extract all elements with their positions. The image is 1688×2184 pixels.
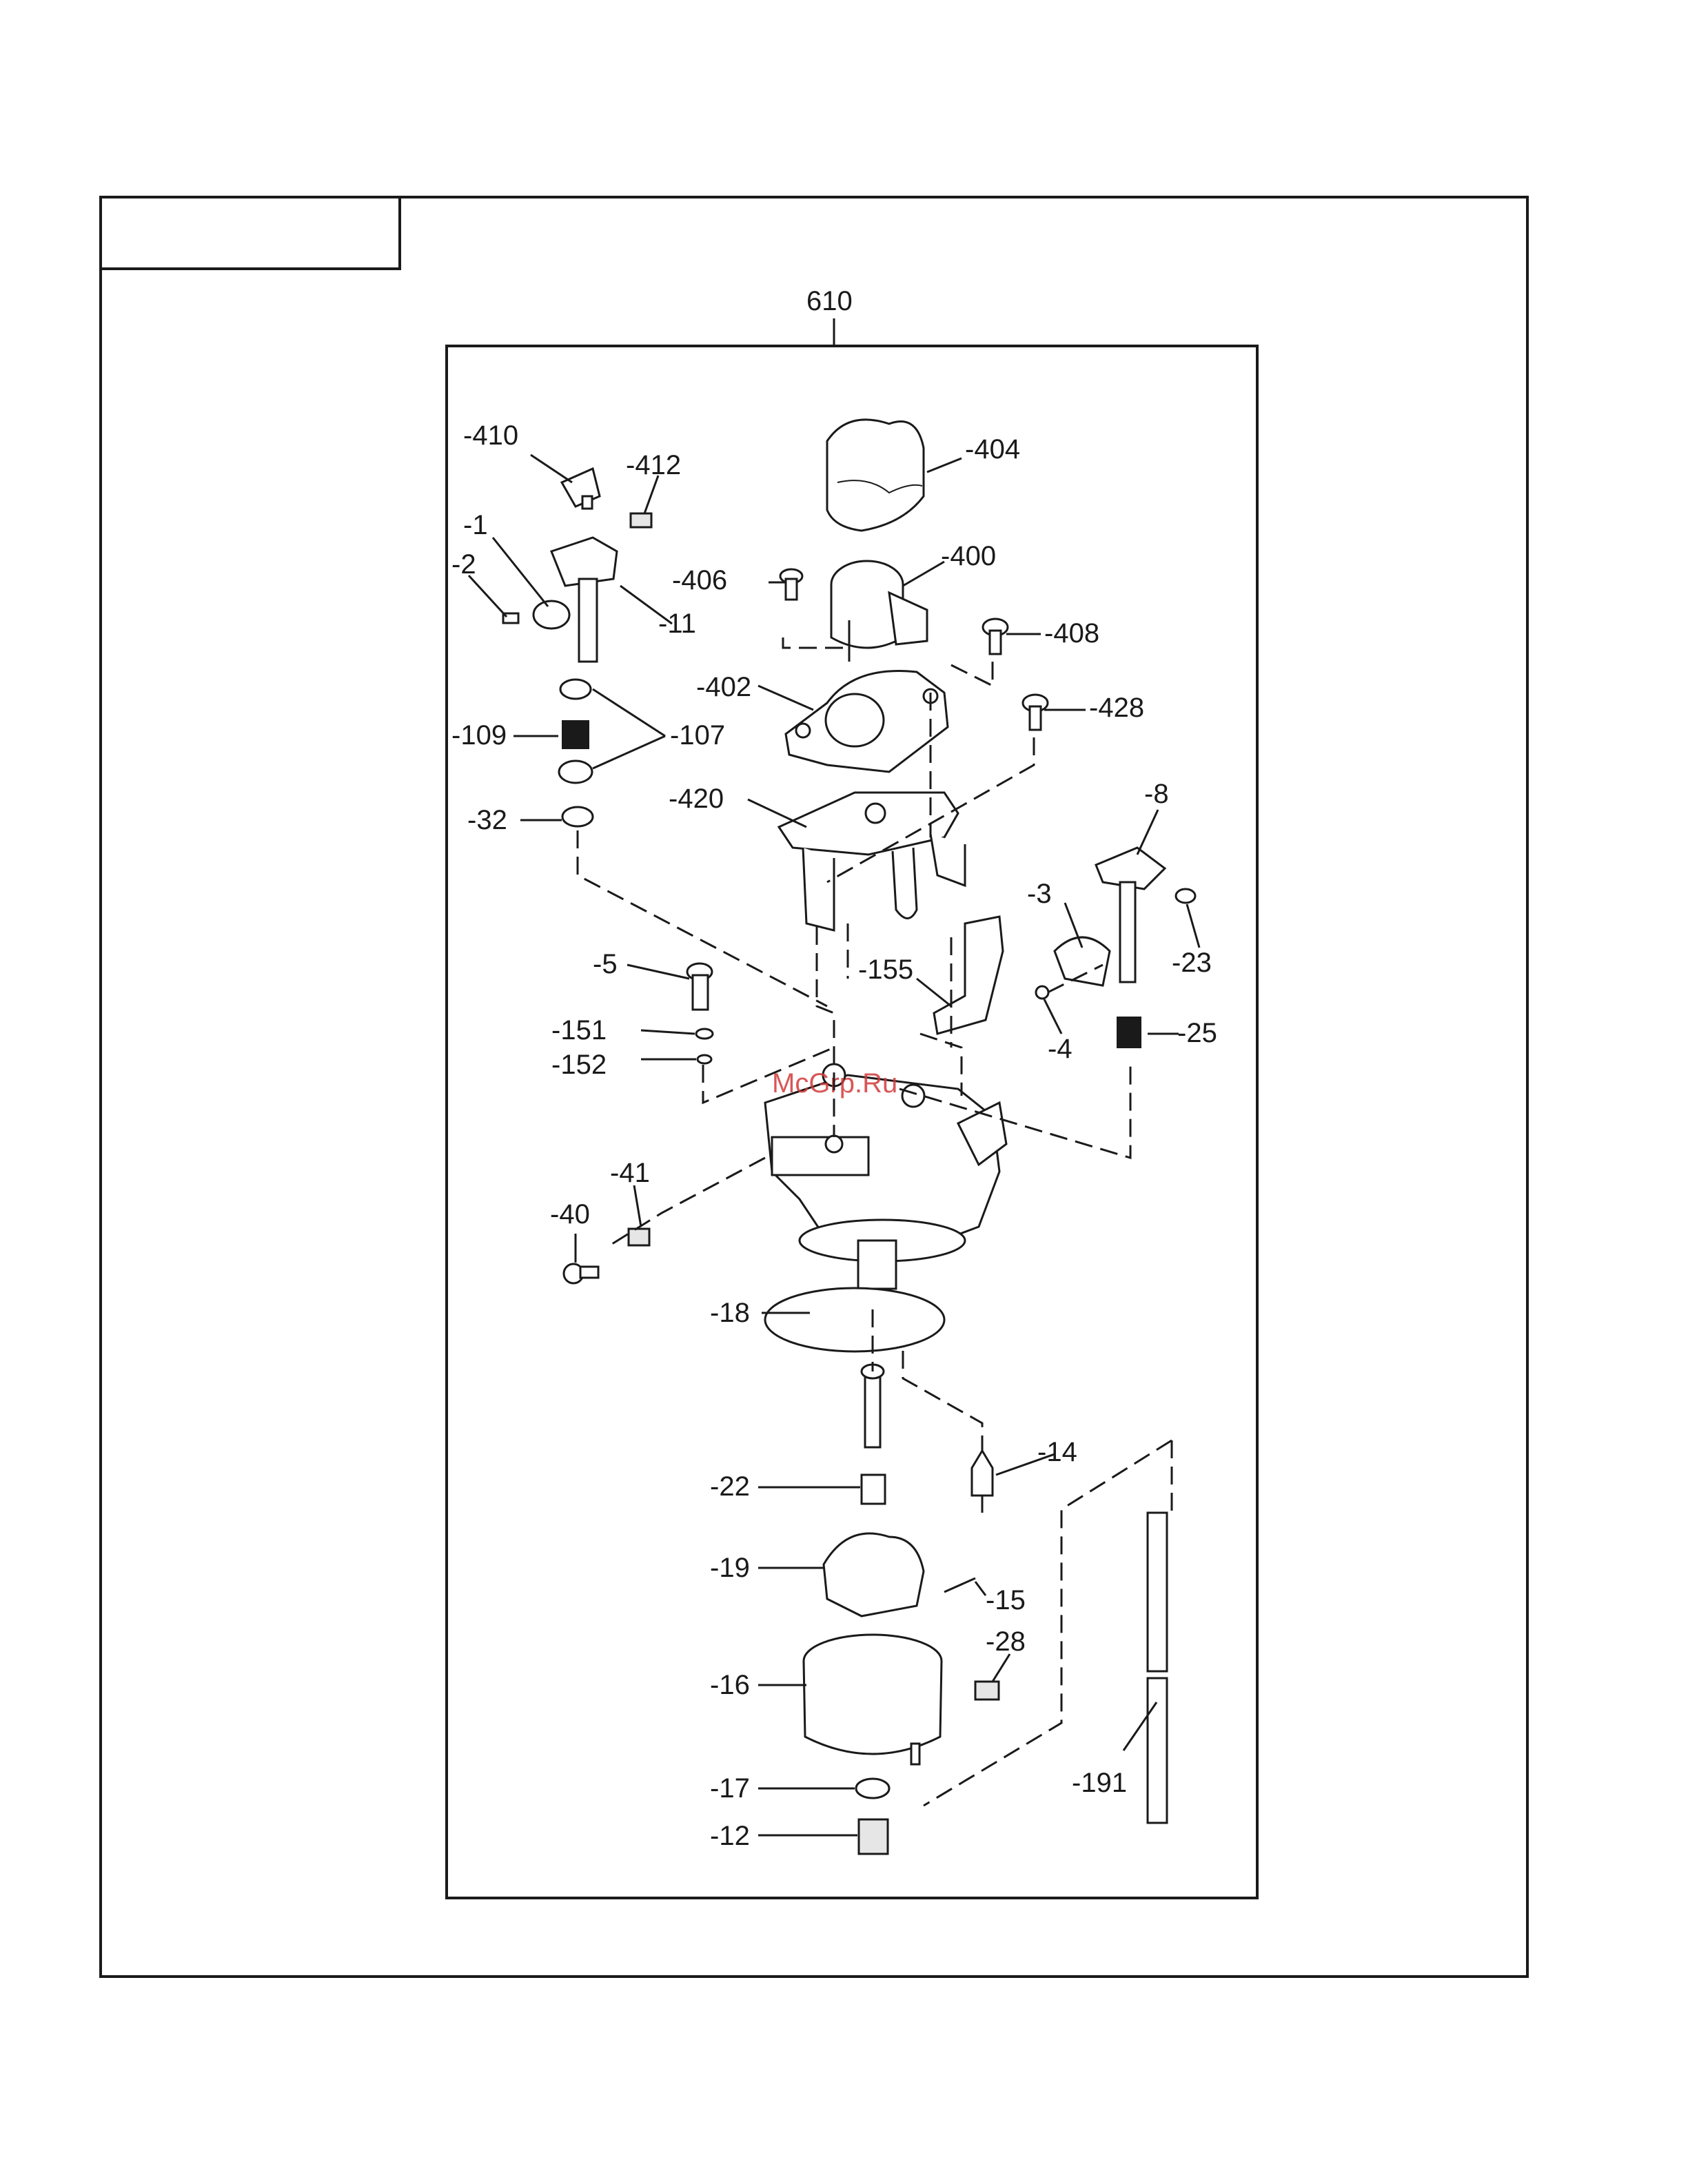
assembly-number: 610 (806, 286, 853, 316)
callout-152: -152 (551, 1050, 607, 1080)
callout-155: -155 (858, 955, 913, 985)
callout-23: -23 (1172, 948, 1212, 978)
part-18-gasket (765, 1288, 944, 1351)
part-22-main-jet (862, 1475, 885, 1504)
part-412-spring (631, 513, 651, 527)
callout-406: -406 (672, 565, 727, 595)
callout-107: -107 (670, 720, 725, 751)
part-needle-jet (862, 1365, 884, 1447)
part-408-screw (983, 619, 1008, 654)
part-400-housing (831, 561, 927, 662)
part-5-screw (687, 963, 712, 1010)
callout-16: -16 (710, 1670, 750, 1700)
part-25-spring (1117, 1017, 1141, 1048)
part-1-plate (533, 601, 569, 629)
header-box (101, 197, 400, 269)
part-11-choke-shaft (551, 538, 617, 662)
callout-8: -8 (1144, 779, 1169, 809)
callout-4: -4 (1048, 1034, 1072, 1064)
part-191-tube (1148, 1513, 1167, 1823)
callout-420: -420 (669, 784, 724, 814)
part-32-washer (562, 807, 593, 826)
part-152-oring (698, 1055, 711, 1063)
callout-2: -2 (451, 549, 476, 580)
callout-14: -14 (1037, 1437, 1077, 1467)
part-109-spring (562, 720, 589, 749)
callout-400: -400 (941, 541, 996, 571)
callout-428: -428 (1089, 693, 1144, 723)
part-404-cover (827, 420, 924, 531)
callout-32: -32 (467, 805, 507, 835)
callout-25: -25 (1177, 1018, 1217, 1048)
part-23-screw (1176, 889, 1195, 903)
part-428-screw (1023, 695, 1048, 730)
callout-3: -3 (1027, 879, 1052, 909)
part-carburetor-body: McGrp.Ru (765, 1064, 1006, 1289)
callout-18: -18 (710, 1298, 750, 1328)
callout-402: -402 (696, 672, 751, 702)
part-420-bracket (779, 793, 965, 930)
callout-12: -12 (710, 1821, 750, 1851)
callout-191: -191 (1072, 1768, 1127, 1798)
part-19-float (824, 1533, 924, 1616)
part-12-drain-bolt (859, 1819, 888, 1854)
callout-109: -109 (451, 720, 507, 751)
part-402-plate (786, 671, 948, 772)
callout-22: -22 (710, 1471, 750, 1502)
callout-15: -15 (986, 1585, 1026, 1615)
callout-28: -28 (986, 1626, 1026, 1657)
part-406-screw (780, 569, 802, 600)
callout-17: -17 (710, 1773, 750, 1804)
part-41-spring (629, 1229, 649, 1245)
part-3-plate (1055, 937, 1110, 986)
callout-151: -151 (551, 1015, 607, 1045)
part-151-oring (696, 1029, 713, 1039)
part-28-screw (975, 1682, 999, 1700)
callout-404: -404 (965, 434, 1020, 465)
part-16-float-bowl (804, 1635, 942, 1764)
part-4-screw (1036, 986, 1048, 999)
part-17-washer (856, 1779, 889, 1798)
part-15-pin (944, 1578, 975, 1592)
callout-11: -11 (658, 609, 696, 639)
callout-412: -412 (626, 450, 681, 480)
callout-410: -410 (463, 420, 518, 451)
part-410-lever (562, 469, 600, 509)
callout-408: -408 (1044, 618, 1099, 649)
part-14-float-valve (972, 1451, 993, 1513)
callout-19: -19 (710, 1553, 750, 1583)
callout-1: -1 (463, 510, 488, 540)
part-40-screw (564, 1264, 598, 1283)
part-155-link (934, 917, 1003, 1034)
callout-5: -5 (593, 949, 618, 979)
callout-41: -41 (610, 1158, 650, 1188)
callout-40: -40 (550, 1199, 590, 1229)
